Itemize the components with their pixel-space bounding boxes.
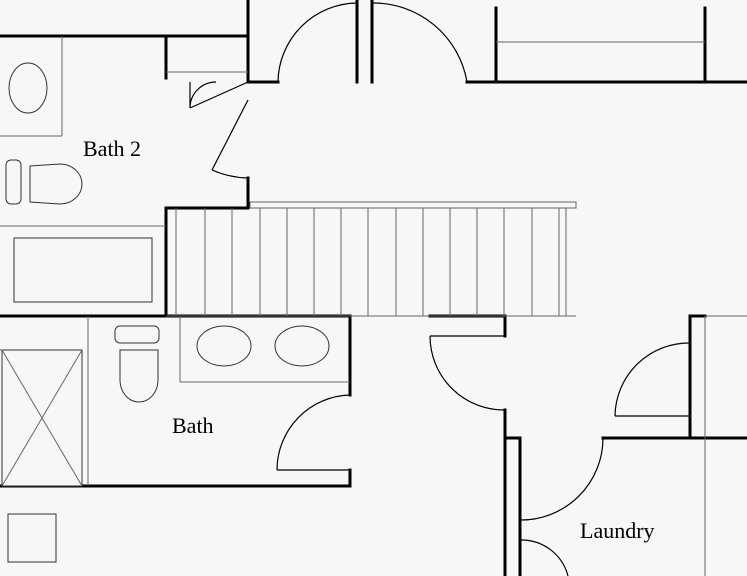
washer-box (7, 513, 57, 563)
shower (1, 349, 83, 487)
bath2-sink (8, 62, 48, 114)
room-label-laundry: Laundry (580, 518, 655, 543)
bath2-toilet (5, 159, 83, 205)
bath-sink-left (196, 325, 252, 367)
doors (189, 2, 691, 576)
room-label-bath: Bath (172, 413, 214, 438)
room-label-bath2: Bath 2 (83, 136, 141, 161)
bath-sink-right (274, 325, 330, 367)
bath2-tub (13, 237, 153, 303)
staircase (166, 201, 577, 317)
fixtures (1, 62, 330, 563)
bath-toilet (114, 325, 160, 403)
